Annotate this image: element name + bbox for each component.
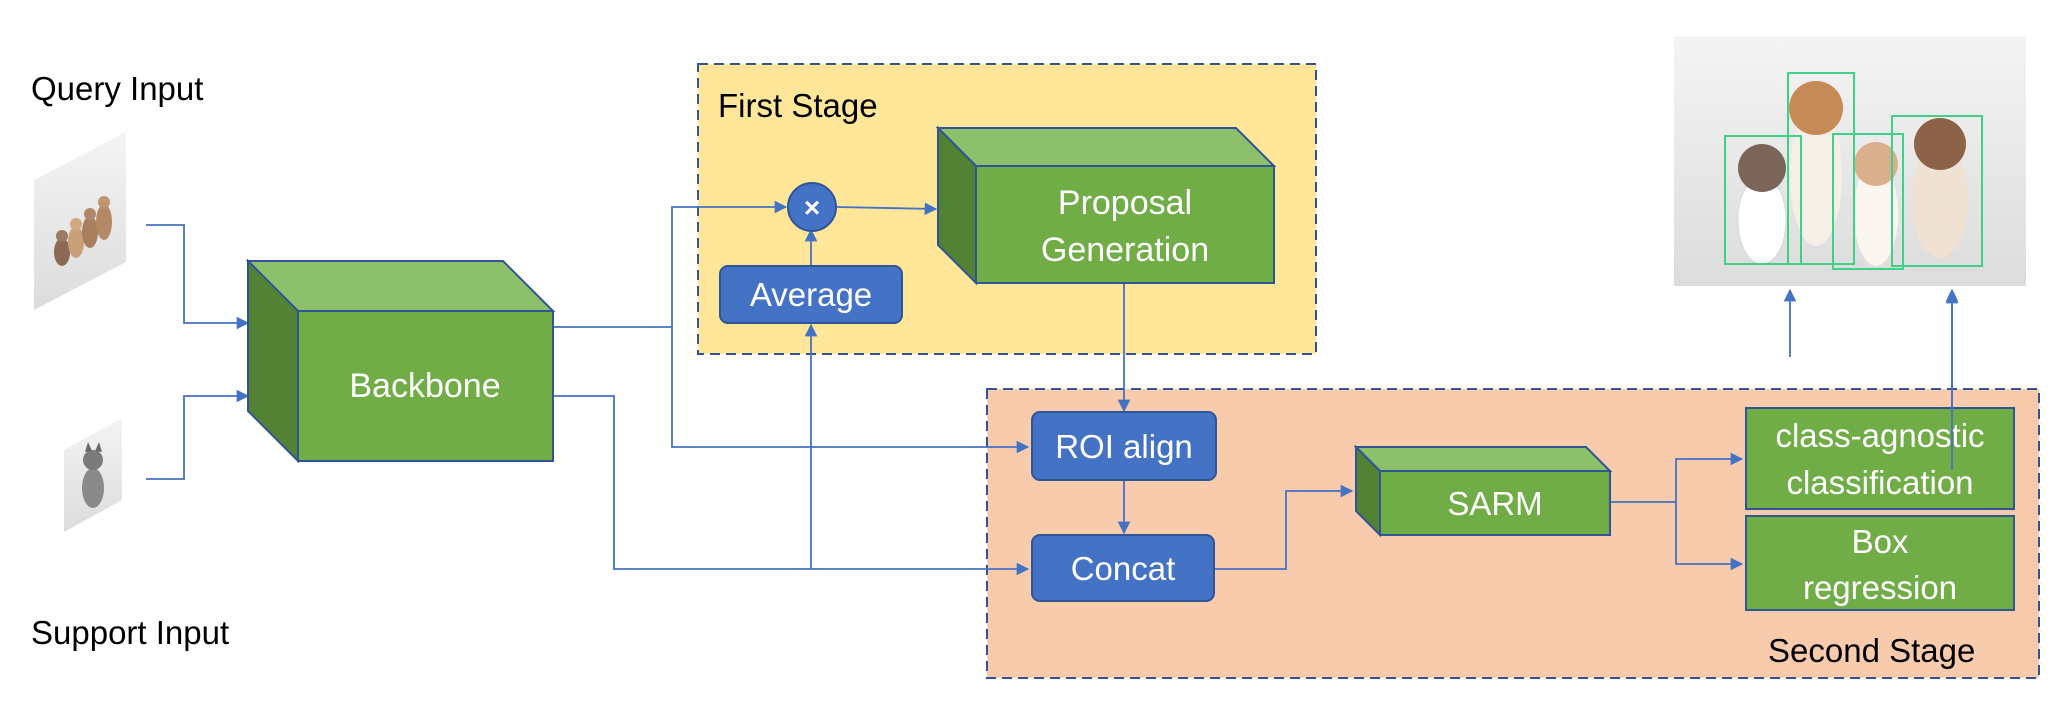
concat-block: Concat <box>1031 534 1215 602</box>
query-image <box>34 132 126 310</box>
backbone-label: Backbone <box>349 367 500 405</box>
multiply-symbol: × <box>804 192 820 223</box>
box-regression-label-line1: Box <box>1852 523 1909 560</box>
classification-label-line2: classification <box>1786 464 1973 501</box>
box-regression-label-line2: regression <box>1803 569 1957 606</box>
proposal-label-line2: Generation <box>1041 231 1209 269</box>
query-input-label: Query Input <box>31 70 203 107</box>
proposal-label-line1: Proposal <box>1058 184 1192 222</box>
classification-block: class-agnostic classification <box>1745 407 2015 510</box>
multiply-node: × <box>787 182 837 232</box>
second-stage-label: Second Stage <box>1768 632 1975 669</box>
average-label: Average <box>750 276 872 313</box>
classification-label-line1: class-agnostic <box>1775 417 1984 454</box>
sarm-label: SARM <box>1447 485 1542 522</box>
support-image <box>64 418 122 532</box>
first-stage-label: First Stage <box>718 87 878 124</box>
roi-align-label: ROI align <box>1055 428 1193 465</box>
roi-align-block: ROI align <box>1031 411 1217 481</box>
output-detection-image <box>1674 36 2026 286</box>
box-regression-block: Box regression <box>1745 515 2015 611</box>
sarm-block: SARM <box>1353 444 1613 538</box>
support-input-label: Support Input <box>31 614 229 651</box>
concat-label: Concat <box>1071 550 1176 587</box>
backbone-block: Backbone <box>245 258 556 464</box>
average-block: Average <box>719 265 903 324</box>
proposal-generation-block: Proposal Generation <box>935 125 1277 286</box>
